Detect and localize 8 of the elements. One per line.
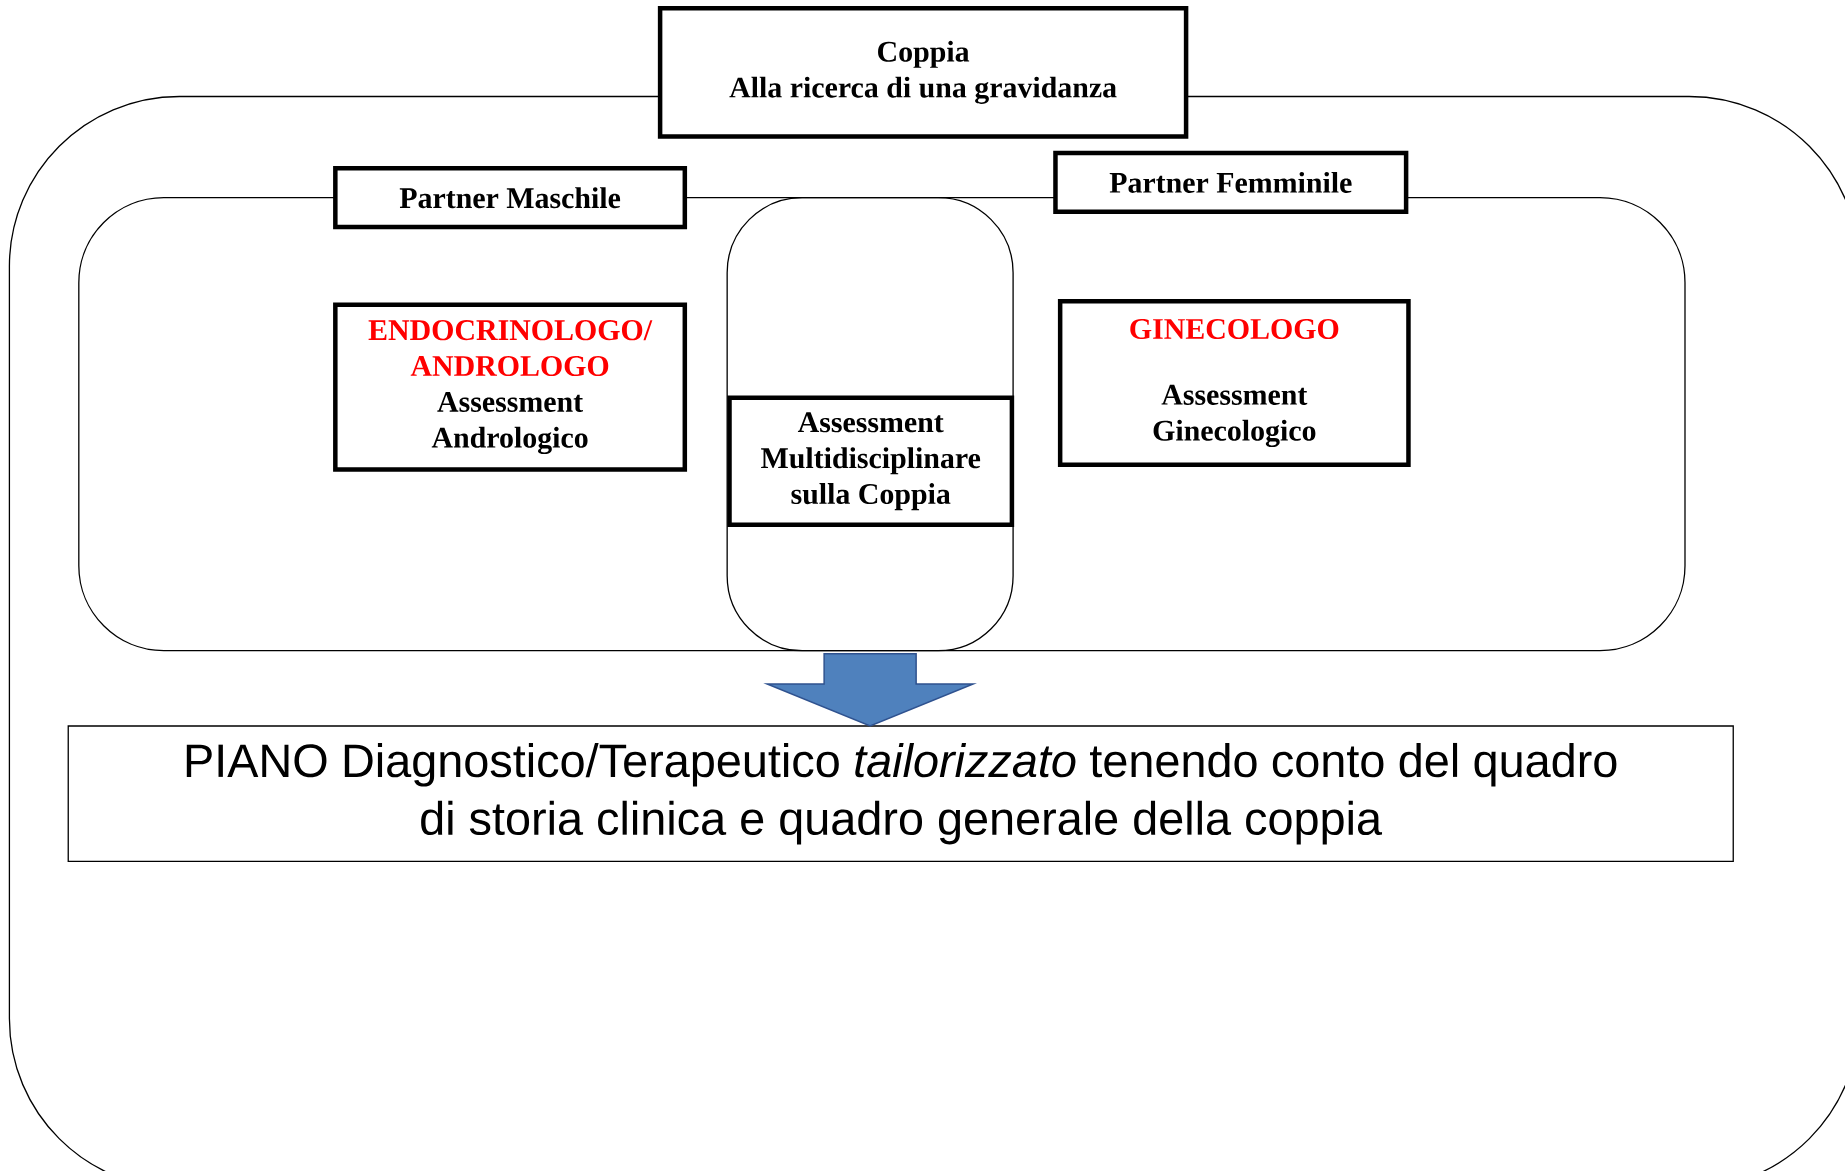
plan-box: PIANO Diagnostico/Terapeutico tailorizzato tenendo conto del quadro di storia clinica e quadro generale della coppia: [67, 725, 1734, 862]
partner-box: Partner Femminile: [1053, 150, 1409, 215]
specialist-box: ENDOCRINOLOGO/ ANDROLOGO Assessment Andrologico: [333, 302, 688, 472]
block-arrow: [763, 652, 977, 727]
assessment-box: Assessment Multidisciplinare sulla Coppia: [727, 395, 1015, 528]
heading-box: Coppia Alla ricerca di una gravidanza: [657, 6, 1189, 139]
partner-box: Partner Maschile: [333, 166, 688, 230]
specialist-box: GINECOLOGO Assessment Ginecologico: [1057, 298, 1411, 468]
